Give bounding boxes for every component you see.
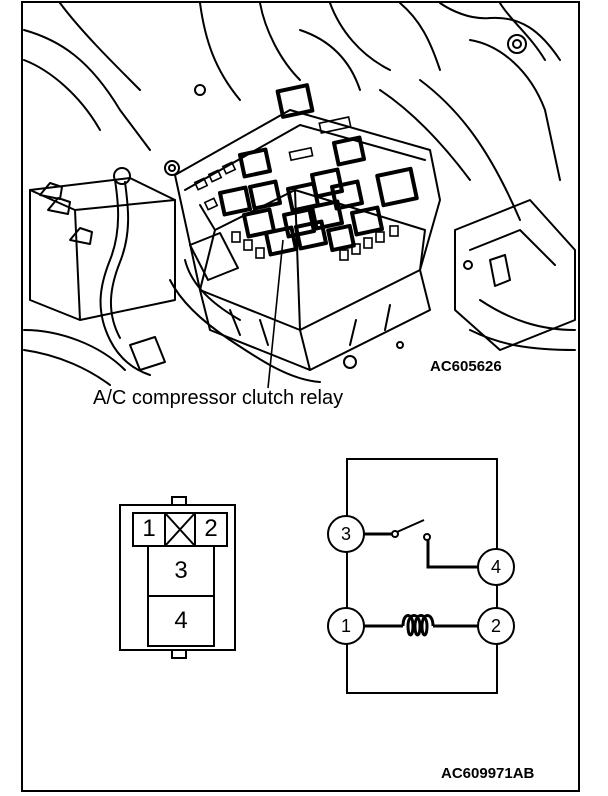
relay-blocks [217, 83, 419, 257]
callout-leader [267, 239, 284, 389]
connector-view [119, 496, 236, 659]
terminal-3: 3 [340, 524, 351, 544]
terminal-1: 1 [340, 616, 351, 636]
relay-callout-label: A/C compressor clutch relay [93, 387, 344, 409]
figure-code: AC609971AB [441, 765, 535, 782]
terminal-4: 4 [490, 557, 501, 577]
relay-schematic [327, 458, 515, 694]
connector-cell-2: 2 [204, 515, 218, 542]
connector-cell-1: 1 [142, 515, 156, 542]
connector-cell-4: 4 [174, 607, 188, 634]
top-figure-code: AC605626 [430, 358, 502, 375]
engine-bay-illustration [23, 2, 576, 386]
fuse-slots [193, 116, 399, 261]
terminal-2: 2 [490, 616, 501, 636]
figure-frame [21, 1, 580, 792]
connector-cell-3: 3 [174, 557, 188, 584]
